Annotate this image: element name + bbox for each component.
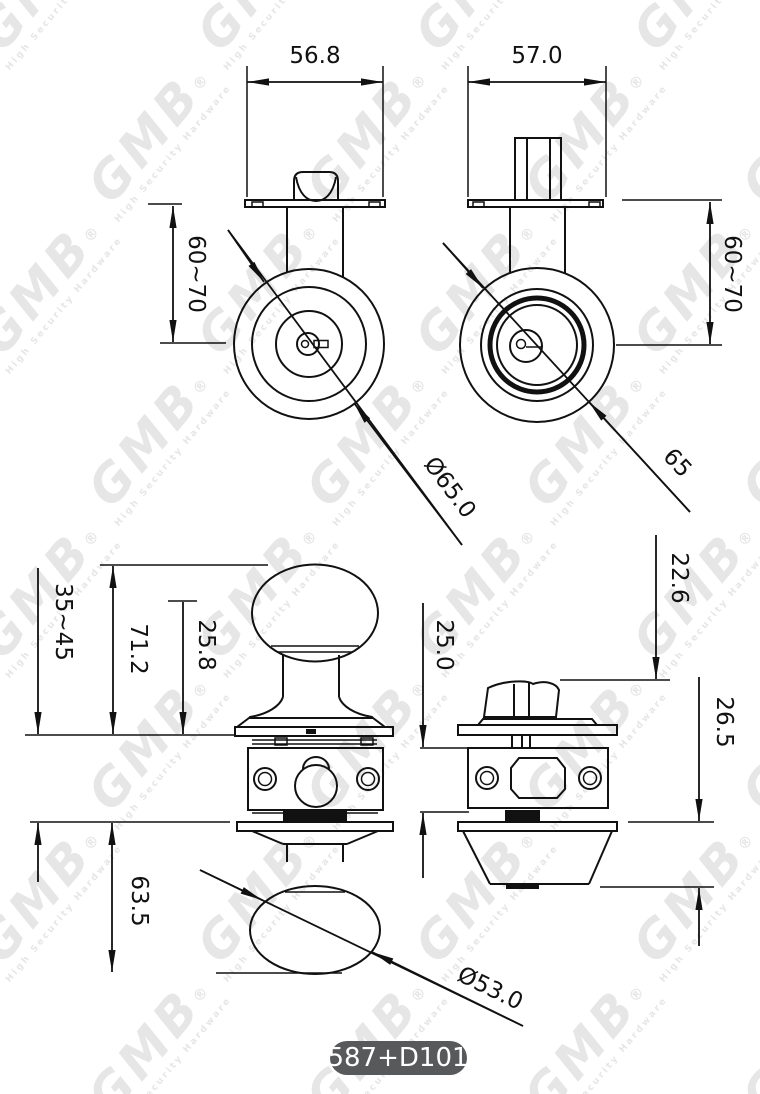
rose-outer-circle — [233, 268, 385, 420]
extension-lines — [25, 66, 722, 974]
dim-knob-diameter: Ø53.0 — [453, 962, 527, 1016]
deadbolt-lock-front-view — [459, 137, 615, 423]
inside-rose-plate — [236, 821, 394, 832]
drawing-root: 56.8 57.0 60~70 60~70 Ø65.0 65 35~45 71.… — [25, 43, 745, 1075]
threaded-sleeve — [283, 811, 347, 821]
product-code-badge: 587+D101 — [327, 1041, 469, 1075]
dim-turnpiece-height: 22.6 — [666, 552, 692, 603]
dim-knob-height: 63.5 — [126, 875, 152, 926]
badge-pill — [330, 1041, 467, 1075]
dim-door-thickness: 35~45 — [50, 583, 76, 661]
deadbolt — [514, 137, 562, 201]
spindle-hole — [510, 757, 566, 799]
latch-bolt — [293, 171, 339, 200]
knob-lock-front-view — [233, 171, 386, 420]
cylinder-plug — [296, 332, 320, 356]
dim-edge-to-center-left: 60~70 — [183, 235, 209, 313]
inside-knob-ball — [249, 885, 381, 975]
keyway-slot — [313, 339, 329, 349]
knob-assembly-side-view — [234, 563, 394, 975]
rose-outer-circle — [459, 267, 615, 423]
dim-overall-height: 71.2 — [125, 623, 151, 674]
thumbturn-assembly-side-view — [457, 680, 618, 889]
product-code-label: 587+D101 — [327, 1043, 468, 1073]
spindle-hub — [294, 764, 338, 808]
thumbturn — [482, 680, 561, 718]
dim-chassis-height: 25.0 — [431, 619, 457, 670]
lock-chassis — [467, 747, 609, 809]
dim-latch-backset-right: 57.0 — [511, 43, 562, 69]
dim-edge-to-center-right: 60~70 — [719, 235, 745, 313]
inside-rose-plate — [457, 821, 618, 832]
cylinder-plug — [509, 329, 543, 363]
lock-chassis — [247, 747, 384, 811]
dim-inside-rose-height: 26.5 — [711, 696, 737, 747]
outside-rose-plate — [234, 726, 394, 737]
dim-rose-diameter-right: 65 — [658, 444, 697, 483]
dimension-lines — [34, 78, 714, 1027]
dim-rose-diameter: Ø65.0 — [418, 452, 480, 523]
cylinder-ring — [487, 295, 587, 395]
dim-latch-backset-left: 56.8 — [289, 43, 340, 69]
outside-rose-plate — [457, 724, 618, 736]
dim-knob-projection: 25.8 — [193, 619, 219, 670]
outside-knob-ball — [251, 563, 379, 663]
dimension-labels: 56.8 57.0 60~70 60~70 Ø65.0 65 35~45 71.… — [50, 43, 745, 1016]
